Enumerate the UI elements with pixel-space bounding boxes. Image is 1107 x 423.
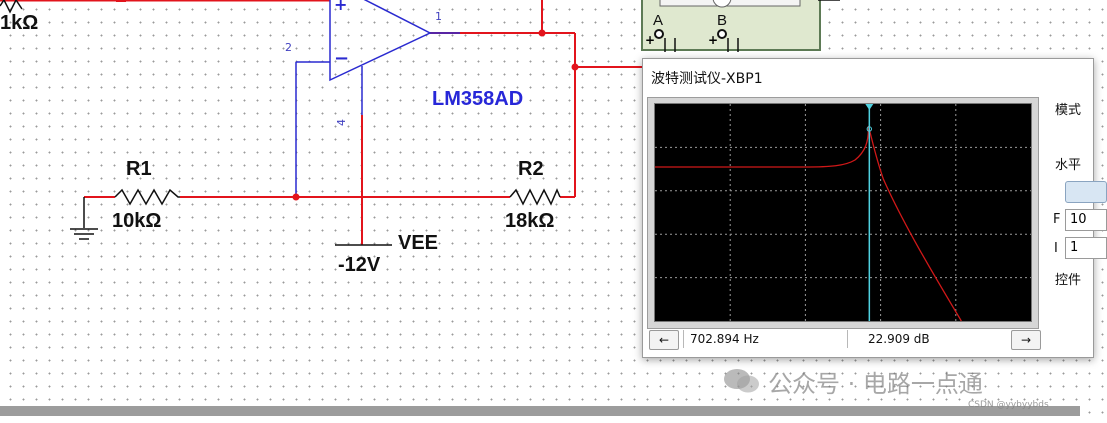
bode-plot-area[interactable] [654, 103, 1032, 322]
junction-plotter [571, 63, 579, 71]
cursor-right-button[interactable]: → [1011, 330, 1041, 350]
opamp-minus-sign: − [334, 48, 350, 69]
i-label: I [1054, 241, 1058, 256]
label-probe-a: A [653, 12, 664, 29]
magnitude-readout: 22.909 dB [847, 330, 1018, 348]
label-vee-value: -12V [338, 254, 381, 276]
schematic-canvas[interactable] [0, 0, 1080, 423]
f-label: F [1053, 212, 1061, 227]
cursor-status-bar: ← 702.894 Hz 22.909 dB → [647, 330, 1041, 352]
junction-small-box [116, 0, 126, 2]
probe-b-plus-sign: + [708, 33, 719, 47]
probe-b-terminal[interactable] [717, 29, 727, 39]
resistor-r2-symbol[interactable] [509, 188, 561, 206]
horizontal-scale-button[interactable] [1065, 181, 1107, 203]
controls-label: 控件 [1055, 273, 1082, 288]
label-r2-name: R2 [518, 158, 544, 180]
label-r1-name: R1 [126, 158, 152, 180]
opamp-plus-sign: + [334, 0, 348, 14]
f-value-field[interactable]: 10 [1065, 209, 1107, 231]
i-value-field[interactable]: 1 [1065, 237, 1107, 259]
magnitude-trace [655, 125, 962, 322]
f-value: 10 [1070, 212, 1087, 227]
bode-plot-svg[interactable] [655, 104, 1031, 322]
opamp-symbol[interactable] [329, 0, 432, 82]
resistor-r1-symbol[interactable] [114, 188, 180, 206]
wechat-watermark-icon [724, 369, 759, 393]
label-top-left-resistor: 1kΩ [0, 12, 39, 34]
mode-label: 模式 [1055, 103, 1082, 118]
label-opamp-part: LM358AD [432, 88, 524, 110]
i-value: 1 [1070, 240, 1079, 255]
bode-instrument-knob-icon [712, 0, 732, 8]
probe-a-terminal[interactable] [654, 29, 664, 39]
label-vee-name: VEE [398, 232, 439, 254]
watermark-text: 公众号 · 电路一点通 [768, 370, 983, 398]
junction-feedback [292, 193, 300, 201]
cursor-intersection-marker [866, 126, 873, 132]
bottom-scrollbar[interactable] [0, 406, 1080, 416]
label-pin-1: 1 [435, 10, 442, 23]
horizontal-label: 水平 [1055, 158, 1082, 173]
resistor-top-left-symbol[interactable] [0, 0, 23, 14]
bode-window-title[interactable]: 波特测试仪-XBP1 [651, 71, 763, 87]
csdn-credit: CSDN @yybyybds [968, 400, 1049, 410]
probe-a-plus-sign: + [645, 33, 656, 47]
label-r2-value: 18kΩ [505, 210, 555, 232]
plot-frame [647, 97, 1039, 329]
label-pin-4: 4 [335, 119, 348, 126]
cursor-left-button[interactable]: ← [649, 330, 679, 350]
bode-plotter-window[interactable]: 波特测试仪-XBP1 ← 702.894 Hz 22.909 dB → 模式 水… [642, 58, 1107, 358]
label-pin-2: 2 [285, 41, 292, 54]
label-r1-value: 10kΩ [112, 210, 162, 232]
label-probe-b: B [717, 12, 728, 29]
frequency-readout: 702.894 Hz [683, 330, 850, 348]
cursor-top-marker-icon[interactable] [865, 104, 874, 110]
bode-instrument-body[interactable] [641, 0, 821, 51]
junction-output [538, 29, 546, 37]
